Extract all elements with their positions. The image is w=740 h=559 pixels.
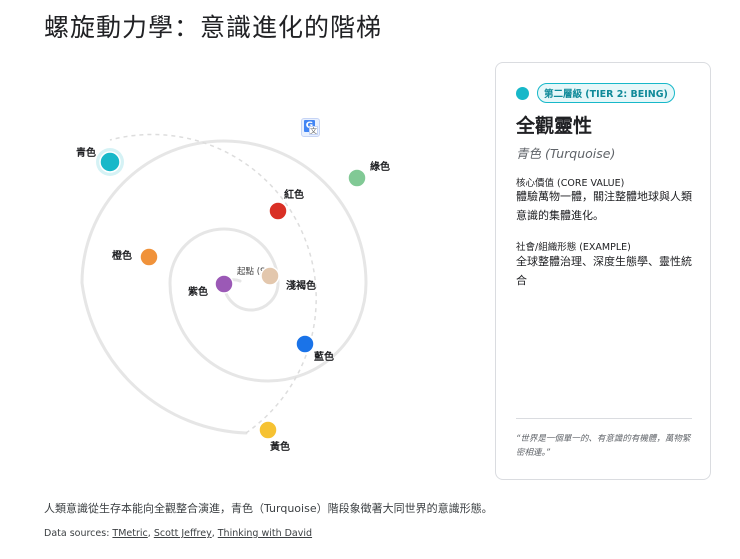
node-blue[interactable] xyxy=(295,334,315,354)
node-label-blue: 藍色 xyxy=(314,350,334,363)
node-label-turquoise: 青色 xyxy=(76,146,96,159)
data-sources: Data sources: TMetric, Scott Jeffrey, Th… xyxy=(44,528,312,539)
node-red[interactable] xyxy=(268,201,288,221)
tier-color-dot xyxy=(516,86,529,100)
tier-row: 第二層級 (TIER 2: BEING) xyxy=(516,83,675,103)
example-text: 全球整體治理、深度生態學、靈性統合 xyxy=(516,255,692,287)
node-label-red: 紅色 xyxy=(284,188,304,201)
spiral-start-label: 起點 (S xyxy=(237,266,265,277)
node-label-beige: 淺褐色 xyxy=(286,279,316,292)
card-divider xyxy=(516,418,692,419)
node-label-purple: 紫色 xyxy=(188,285,208,298)
google-translate-icon[interactable]: G 文 xyxy=(301,118,320,137)
sources-separator: , xyxy=(211,528,218,539)
spiral-path xyxy=(80,139,368,435)
source-link-thinking-with-david[interactable]: Thinking with David xyxy=(217,528,313,539)
core-value-label: 核心價值 (CORE VALUE) xyxy=(516,178,625,189)
translate-a-glyph: 文 xyxy=(309,126,318,135)
page-title: 螺旋動力學：意識進化的階梯 xyxy=(44,13,383,42)
core-value-text: 體驗萬物一體，關注整體地球與人類意識的集體進化。 xyxy=(516,190,692,222)
detail-card: 第二層級 (TIER 2: BEING) 全觀靈性 青色 (Turquoise)… xyxy=(495,62,711,480)
node-label-orange: 橙色 xyxy=(112,249,132,262)
node-label-green: 綠色 xyxy=(370,160,390,173)
node-label-yellow: 黃色 xyxy=(270,440,290,453)
source-link-scott-jeffrey[interactable]: Scott Jeffrey xyxy=(153,528,212,539)
card-quote: “世界是一個單一的、有意識的有機體，萬物緊密相連。” xyxy=(516,434,691,458)
caption: 人類意識從生存本能向全觀整合演進，青色（Turquoise）階段象徵著大同世界的… xyxy=(44,502,493,515)
card-title: 全觀靈性 xyxy=(516,115,593,137)
node-turquoise[interactable] xyxy=(99,151,121,173)
node-yellow[interactable] xyxy=(258,420,278,440)
card-subtitle: 青色 (Turquoise) xyxy=(516,146,616,161)
node-orange[interactable] xyxy=(139,247,159,267)
sources-prefix: Data sources: xyxy=(44,528,113,539)
node-purple[interactable] xyxy=(214,274,234,294)
source-link-tmetric[interactable]: TMetric xyxy=(112,528,148,539)
tier-badge: 第二層級 (TIER 2: BEING) xyxy=(537,83,675,103)
sources-separator: , xyxy=(147,528,154,539)
node-green[interactable] xyxy=(347,168,367,188)
node-beige[interactable] xyxy=(260,266,280,286)
example-label: 社會/組織形態 (EXAMPLE) xyxy=(516,242,631,253)
